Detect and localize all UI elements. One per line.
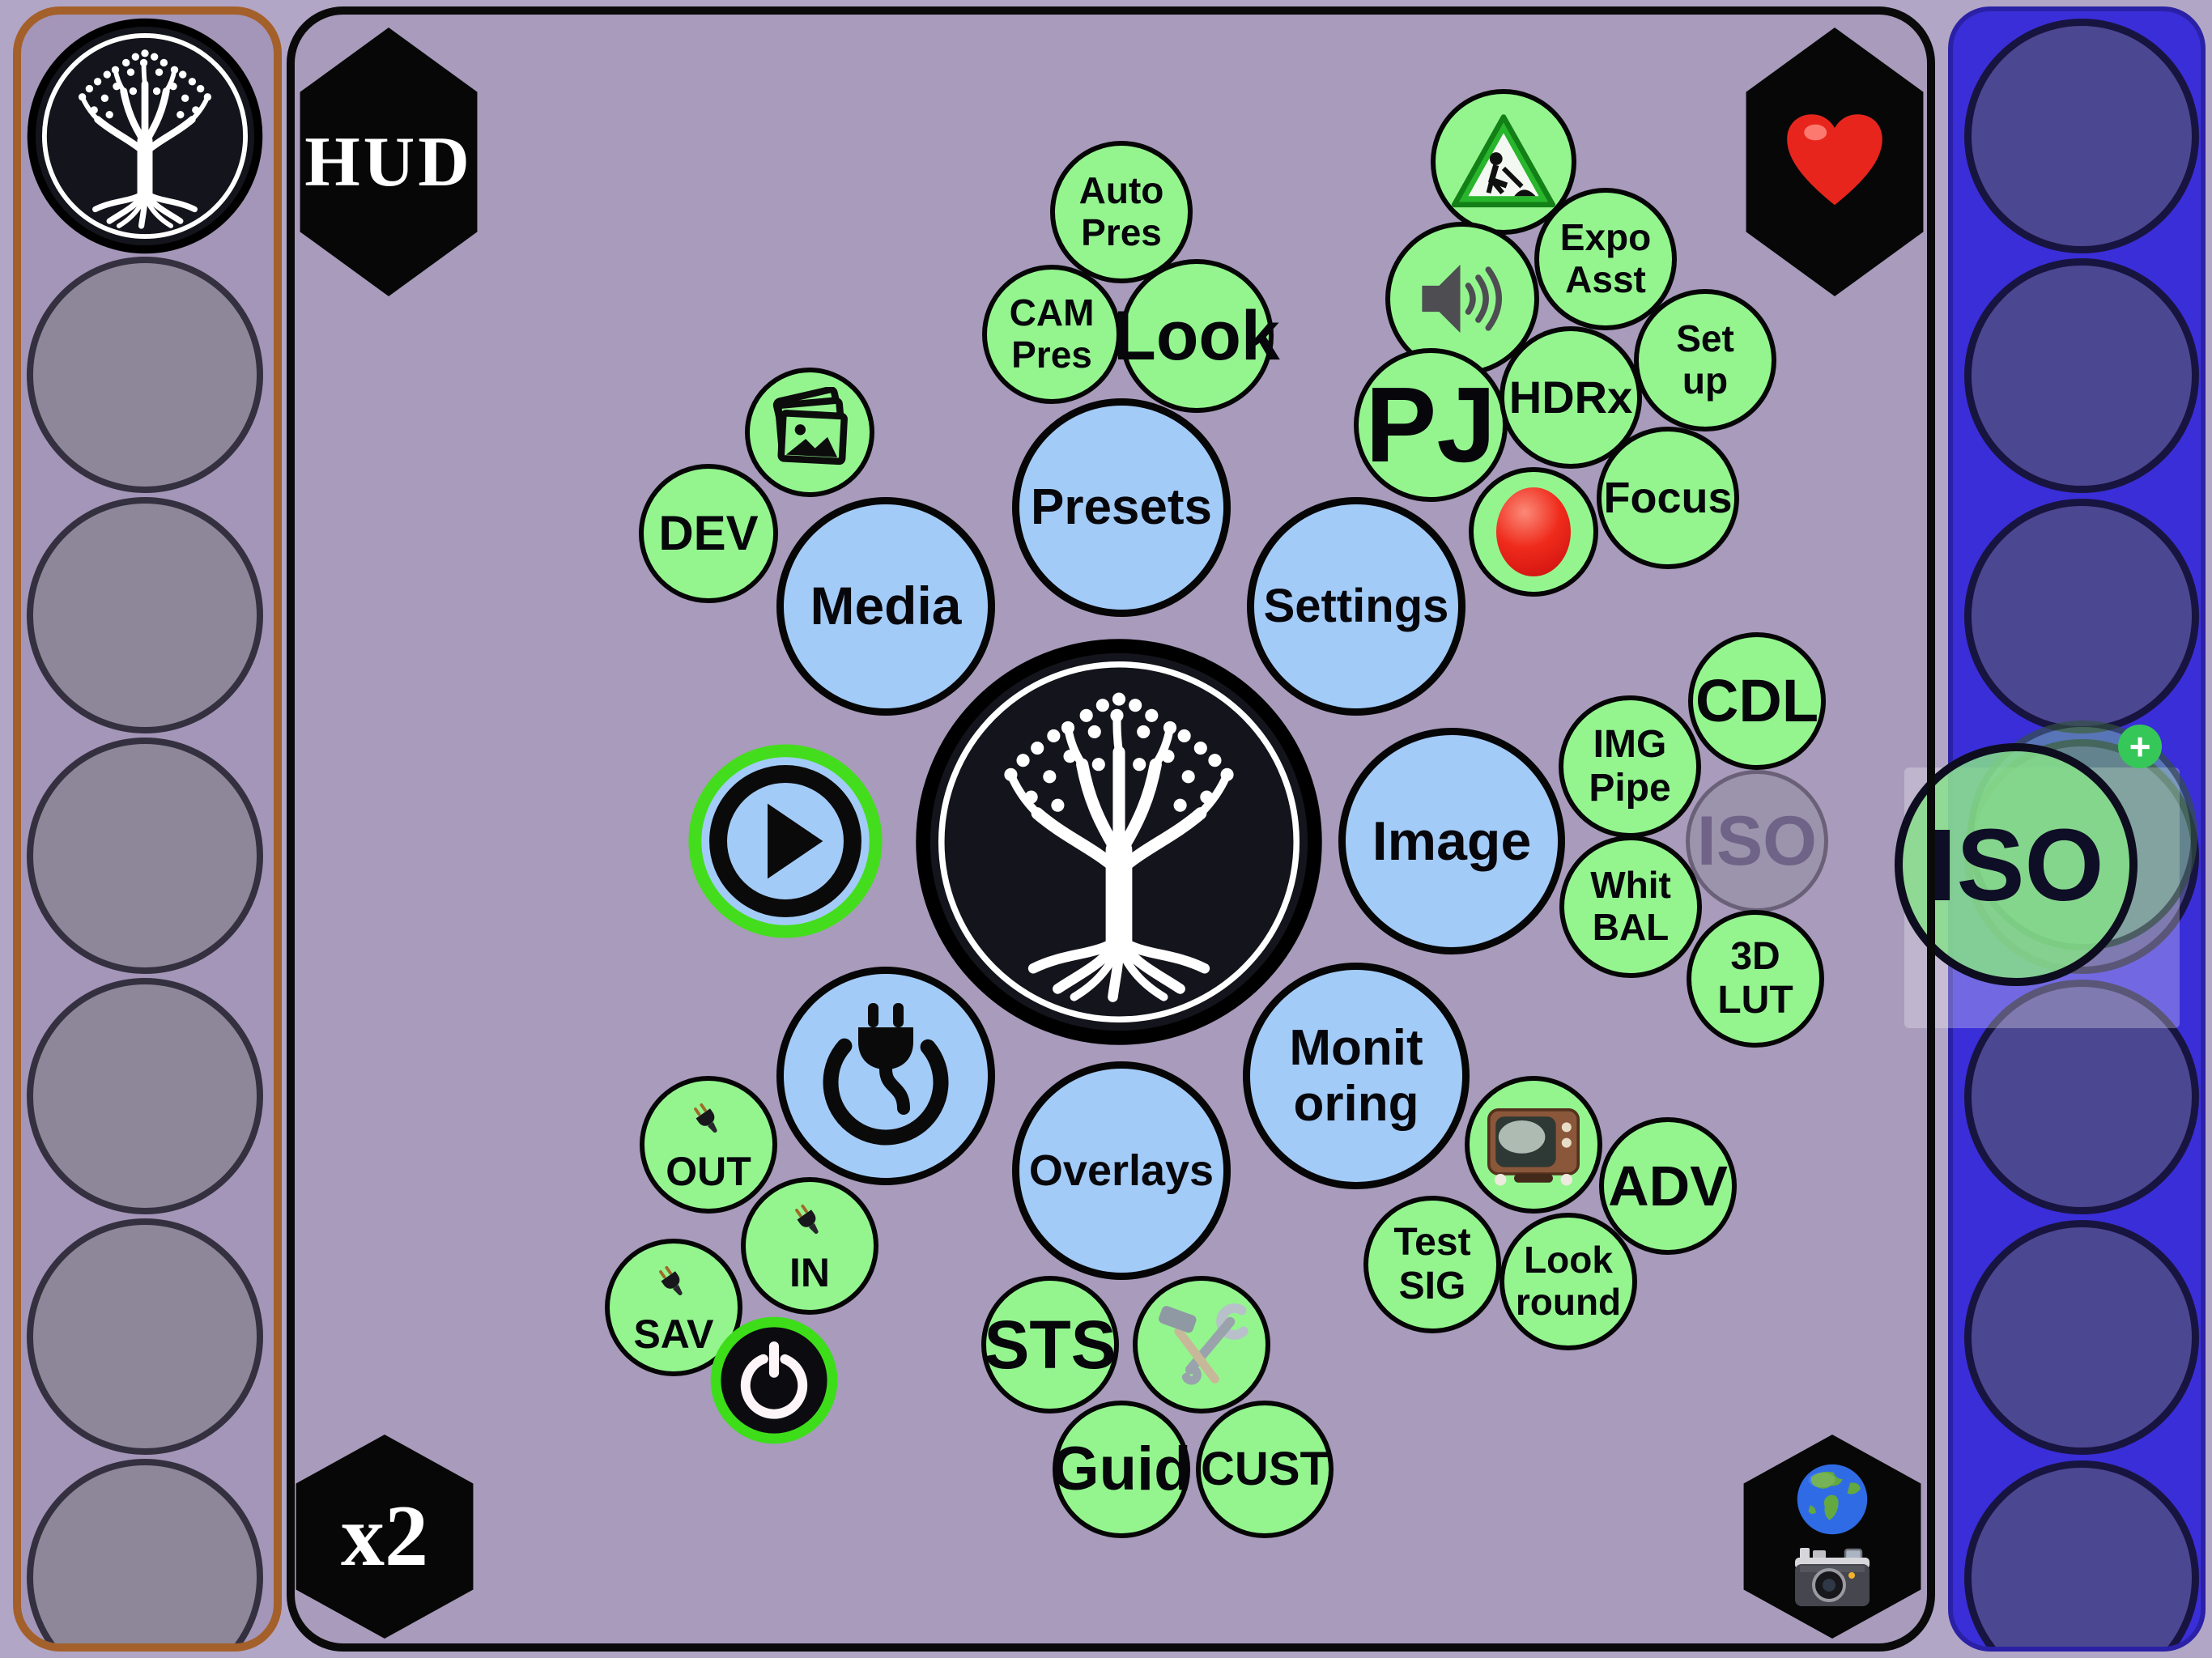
hud-button[interactable]: HUD [300, 28, 478, 296]
sat-adv[interactable]: ADV [1599, 1117, 1737, 1255]
plug-icon [659, 1265, 683, 1296]
camera-icon [1795, 1548, 1870, 1606]
sat-auto-pres[interactable]: Auto Pres [1050, 141, 1193, 283]
hub-image[interactable]: Image [1338, 728, 1565, 954]
center-home-logo[interactable] [915, 638, 1323, 1046]
sat-sav-label: SAV [633, 1312, 714, 1357]
sat-whit-bal[interactable]: Whit BAL [1559, 835, 1702, 978]
photos-icon [772, 387, 848, 466]
hub-presets[interactable]: Presets [1012, 398, 1231, 617]
sat-iso-slot-ghost: ISO [1686, 770, 1828, 912]
hub-overlays[interactable]: Overlays [1012, 1061, 1231, 1280]
hud-label: HUD [304, 122, 473, 202]
sat-dev[interactable]: DEV [639, 464, 778, 603]
multiplier-label: x2 [341, 1488, 428, 1584]
plug-icon [694, 1103, 717, 1133]
hub-settings[interactable]: Settings [1247, 497, 1465, 716]
record-dot-icon [1496, 487, 1571, 576]
sat-pj[interactable]: PJ [1354, 348, 1508, 502]
power-plug-icon [823, 1003, 949, 1146]
heart-icon [1787, 114, 1882, 206]
sat-out[interactable]: OUT [640, 1076, 777, 1214]
sat-cdl[interactable]: CDL [1688, 632, 1826, 770]
sat-sts[interactable]: STS [981, 1276, 1119, 1414]
tree-of-life-icon [27, 18, 263, 254]
plus-badge-icon: + [2118, 725, 2162, 768]
sat-img-pipe[interactable]: IMG Pipe [1559, 695, 1701, 838]
right-slot-2[interactable] [1964, 258, 2199, 493]
play-button[interactable] [687, 742, 884, 940]
right-slot-6[interactable] [1964, 1220, 2199, 1455]
left-slot-3[interactable] [27, 738, 263, 974]
left-slot-4[interactable] [27, 978, 263, 1214]
tv-icon [1487, 1108, 1580, 1186]
globe-camera-button[interactable] [1743, 1435, 1921, 1639]
left-slot-2[interactable] [27, 497, 263, 733]
right-slot-5[interactable] [1964, 980, 2199, 1214]
sat-guid[interactable]: Guid [1051, 1401, 1192, 1538]
power-toggle-button[interactable] [709, 1316, 839, 1445]
sat-hdrx[interactable]: HDRx [1499, 326, 1642, 469]
construction-sign-icon [1451, 114, 1556, 208]
sat-test-sig[interactable]: Test SIG [1363, 1196, 1501, 1333]
right-slot-1[interactable] [1964, 19, 2199, 253]
multiplier-button[interactable]: x2 [296, 1435, 474, 1639]
left-slot-5[interactable] [27, 1218, 263, 1455]
sat-look[interactable]: Look [1113, 259, 1280, 413]
tree-of-life-icon [916, 639, 1322, 1045]
left-slot-6[interactable] [27, 1459, 263, 1643]
sat-look-round[interactable]: Look round [1499, 1213, 1637, 1350]
favorites-button[interactable] [1746, 28, 1924, 296]
sat-in-label: IN [789, 1250, 830, 1295]
sat-cust[interactable]: CUST [1196, 1401, 1334, 1538]
tree-of-life-logo-button[interactable] [27, 18, 263, 254]
iso-drag-bubble[interactable]: ISO [1895, 743, 2138, 986]
right-slot-3[interactable] [1964, 499, 2199, 733]
globe-icon [1797, 1464, 1868, 1535]
hammer-wrench-icon [1159, 1303, 1249, 1385]
sat-set-up[interactable]: Set up [1634, 289, 1776, 432]
power-hub[interactable] [776, 967, 995, 1185]
sat-cam-pres[interactable]: CAM Pres [982, 265, 1121, 404]
play-icon [688, 744, 883, 938]
sat-3d-lut[interactable]: 3D LUT [1687, 910, 1824, 1048]
plug-icon [795, 1204, 819, 1235]
sat-test-pattern[interactable] [1465, 1076, 1602, 1214]
sat-out-label: OUT [666, 1149, 751, 1194]
sat-record[interactable] [1469, 467, 1598, 597]
sat-in[interactable]: IN [741, 1177, 878, 1315]
power-icon [710, 1316, 838, 1444]
sat-photos[interactable] [745, 368, 874, 497]
left-sidebar [13, 6, 282, 1652]
sat-expo-asst[interactable]: Expo Asst [1534, 188, 1677, 330]
hub-media[interactable]: Media [776, 497, 995, 716]
hub-monitoring[interactable]: Monit oring [1243, 963, 1470, 1189]
sat-focus[interactable]: Focus [1597, 427, 1739, 569]
right-slot-7[interactable] [1964, 1460, 2199, 1647]
left-slot-1[interactable] [27, 257, 263, 493]
sat-tools[interactable] [1133, 1276, 1270, 1414]
speaker-icon [1422, 264, 1502, 334]
